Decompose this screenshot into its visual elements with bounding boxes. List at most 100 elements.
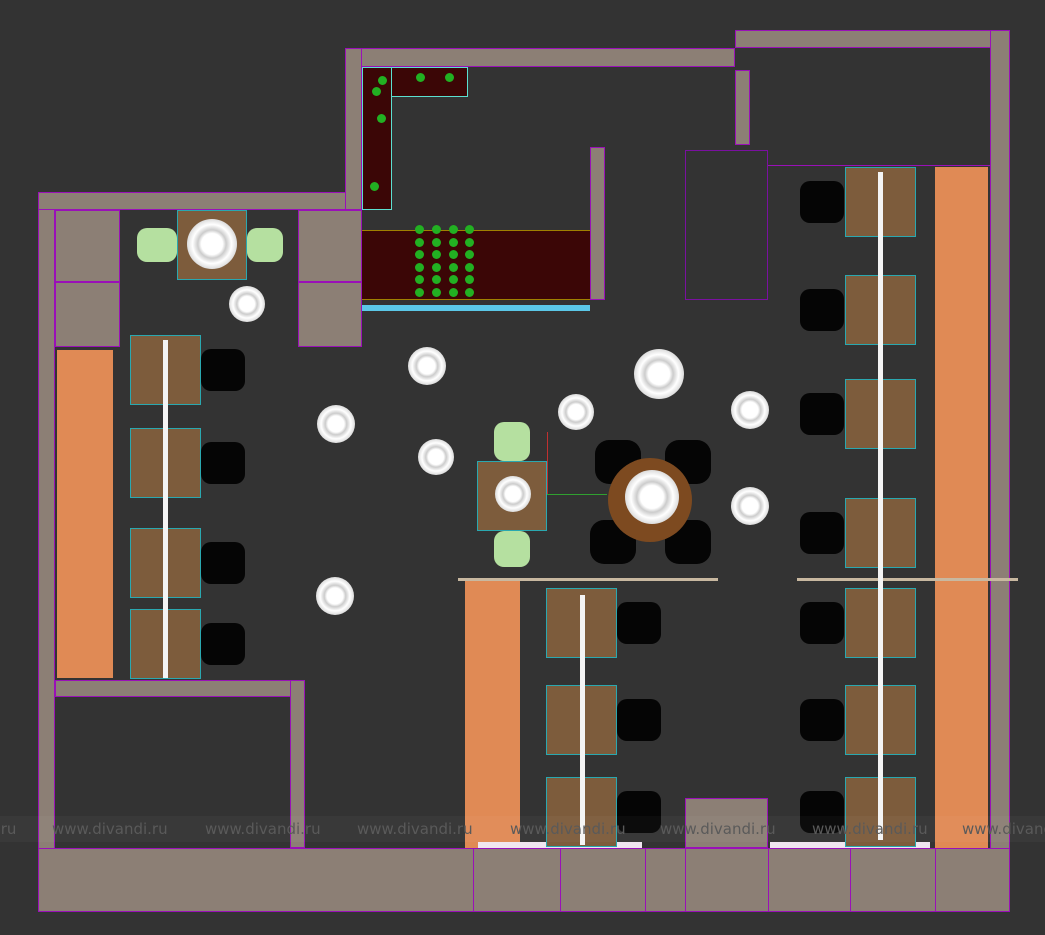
watermark-text: www.divandi.ru	[962, 820, 1045, 838]
watermark-text: www.divandi.ru	[205, 820, 321, 838]
watermark-text: www.divandi.ru	[510, 820, 626, 838]
chair	[201, 623, 245, 665]
pendant-lamp	[625, 470, 679, 524]
pendant-lamp	[558, 394, 594, 430]
chair	[201, 542, 245, 584]
chair	[800, 512, 844, 554]
partition	[458, 578, 718, 581]
plant	[432, 250, 441, 259]
chair	[617, 602, 661, 644]
wall-divider	[645, 848, 646, 912]
pendant-lamp	[418, 439, 454, 475]
chair	[800, 602, 844, 644]
pendant-lamp	[187, 219, 237, 269]
wall	[38, 192, 55, 912]
chair	[201, 442, 245, 484]
plant	[449, 275, 458, 284]
watermark-text: www.divandi.ru	[357, 820, 473, 838]
chair	[617, 699, 661, 741]
watermark-text: www.divandi.ru	[660, 820, 776, 838]
plant	[370, 182, 379, 191]
wall	[290, 680, 305, 848]
pendant-lamp	[731, 487, 769, 525]
wall	[735, 70, 750, 145]
plant	[415, 262, 424, 272]
divider-rail	[163, 340, 168, 678]
wall	[298, 210, 362, 282]
chair	[800, 699, 844, 741]
wall	[55, 680, 305, 697]
plant	[415, 237, 424, 247]
chair	[800, 791, 844, 833]
axis-y	[547, 432, 548, 494]
plant	[465, 237, 474, 247]
wall	[590, 147, 605, 300]
wall	[55, 282, 120, 347]
chair	[494, 422, 530, 461]
plant	[415, 287, 424, 297]
pendant-lamp	[495, 476, 531, 512]
bar-shelf	[362, 230, 590, 300]
watermark-text: www.divandi.ru	[812, 820, 928, 838]
bar-rail	[362, 305, 590, 311]
chair	[247, 228, 283, 262]
chair	[137, 228, 177, 262]
plant	[449, 262, 458, 272]
wall	[345, 48, 735, 67]
bench	[935, 167, 988, 848]
chair	[201, 349, 245, 391]
wall	[298, 282, 362, 347]
wall	[38, 192, 362, 210]
plant	[432, 225, 441, 234]
pendant-lamp	[634, 349, 684, 399]
plant	[449, 287, 458, 297]
wall-divider	[685, 848, 686, 912]
outline	[768, 165, 990, 166]
wall	[990, 30, 1010, 912]
plant	[449, 237, 458, 247]
plant	[416, 73, 425, 82]
pendant-lamp	[408, 347, 446, 385]
pendant-lamp	[229, 286, 265, 322]
divider-rail	[580, 595, 585, 845]
plant	[449, 225, 458, 234]
wall	[55, 210, 120, 282]
plant	[432, 262, 441, 272]
plant	[432, 287, 441, 297]
chair	[800, 181, 844, 223]
watermark-text: .ru	[0, 820, 17, 838]
bench	[57, 350, 113, 678]
plant	[377, 114, 386, 123]
wall	[38, 848, 1010, 912]
wall-divider	[473, 848, 474, 912]
plant	[445, 73, 454, 82]
divider-rail	[878, 172, 883, 840]
plant	[465, 225, 474, 234]
plant	[465, 250, 474, 259]
plant	[415, 225, 424, 234]
chair	[800, 393, 844, 435]
watermark-text: www.divandi.ru	[52, 820, 168, 838]
pendant-lamp	[316, 577, 354, 615]
pendant-lamp	[317, 405, 355, 443]
plant	[432, 275, 441, 284]
plant	[465, 262, 474, 272]
wall-divider	[768, 848, 769, 912]
plant	[415, 250, 424, 259]
bench	[465, 580, 520, 848]
plant	[372, 87, 381, 96]
plant	[449, 250, 458, 259]
plant	[378, 76, 387, 85]
plant	[432, 237, 441, 247]
partition	[797, 578, 1018, 581]
outline	[685, 150, 768, 300]
wall-divider	[935, 848, 936, 912]
wall	[345, 48, 362, 210]
chair	[494, 531, 530, 567]
axis-x	[547, 494, 607, 495]
plant	[465, 275, 474, 284]
wall-divider	[560, 848, 561, 912]
pendant-lamp	[731, 391, 769, 429]
wall	[685, 798, 768, 848]
chair	[617, 791, 661, 833]
